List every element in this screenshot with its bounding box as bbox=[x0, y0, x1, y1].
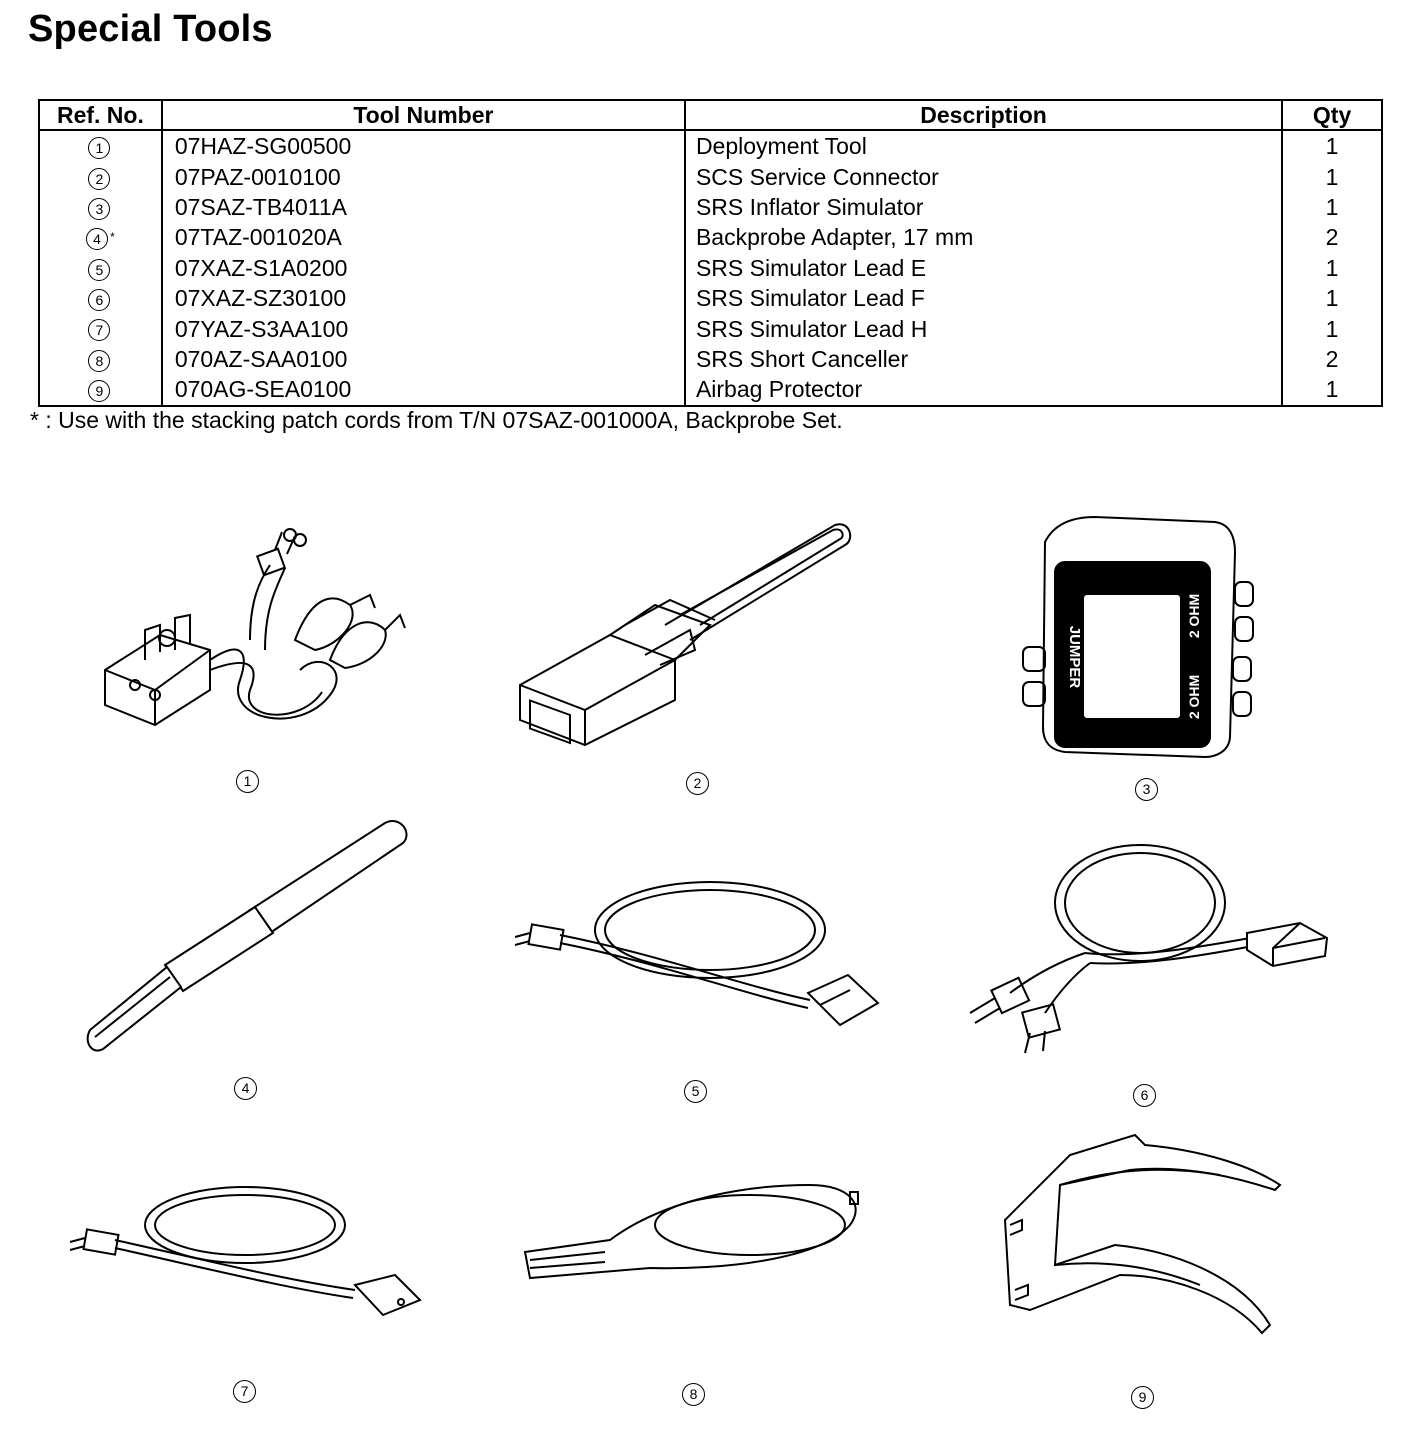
description-cell: SCS Service Connector bbox=[683, 161, 1284, 192]
ref-cell: 4* bbox=[38, 222, 163, 253]
ref-cell: 6 bbox=[38, 282, 163, 314]
ref-number: 5 bbox=[88, 258, 111, 281]
deployment-tool-illustration bbox=[100, 520, 430, 740]
ref-cell: 1 bbox=[38, 130, 163, 162]
figure-label: 6 bbox=[1133, 1084, 1156, 1107]
ref-number: 3 bbox=[88, 197, 111, 220]
qty-cell: 1 bbox=[1281, 374, 1383, 406]
figure-label: 1 bbox=[236, 770, 259, 793]
tool-number-cell: 07XAZ-SZ30100 bbox=[160, 282, 686, 314]
qty-cell: 2 bbox=[1281, 343, 1383, 375]
ref-number: 1 bbox=[88, 137, 111, 160]
figure-number: 5 bbox=[684, 1080, 707, 1103]
table-row: 2 07PAZ-0010100 SCS Service Connector 1 bbox=[38, 161, 1383, 192]
description-cell: SRS Simulator Lead H bbox=[683, 313, 1284, 344]
ref-number: 6 bbox=[88, 289, 111, 312]
description-cell: Airbag Protector bbox=[683, 374, 1284, 406]
table-row: 1 07HAZ-SG00500 Deployment Tool 1 bbox=[38, 130, 1383, 162]
simulator-lead-f-illustration bbox=[955, 838, 1335, 1063]
qty-cell: 1 bbox=[1281, 252, 1383, 283]
figure-label: 8 bbox=[682, 1383, 705, 1406]
qty-cell: 1 bbox=[1281, 313, 1383, 344]
figure-number: 3 bbox=[1135, 778, 1158, 801]
figure-number: 4 bbox=[234, 1077, 257, 1100]
ref-number: 2 bbox=[88, 167, 111, 190]
simulator-right-bottom-label: 2 OHM bbox=[1186, 675, 1202, 719]
tool-number-cell: 07PAZ-0010100 bbox=[160, 161, 686, 192]
tool-number-cell: 070AZ-SAA0100 bbox=[160, 343, 686, 375]
table-row: 8 070AZ-SAA0100 SRS Short Canceller 2 bbox=[38, 343, 1383, 375]
figure-number: 2 bbox=[686, 772, 709, 795]
scs-service-connector-illustration bbox=[515, 515, 855, 747]
tool-number-cell: 07HAZ-SG00500 bbox=[160, 130, 686, 162]
airbag-protector-illustration bbox=[1000, 1125, 1285, 1340]
simulator-lead-e-illustration bbox=[510, 875, 890, 1045]
figure-label: 5 bbox=[684, 1080, 707, 1103]
ref-number: 4 bbox=[86, 228, 109, 251]
simulator-lead-h-illustration bbox=[65, 1180, 430, 1330]
qty-cell: 1 bbox=[1281, 191, 1383, 223]
description-cell: Deployment Tool bbox=[683, 130, 1284, 162]
tool-number-cell: 07TAZ-001020A bbox=[160, 222, 686, 253]
backprobe-adapter-illustration bbox=[75, 815, 415, 1055]
table-row: 6 07XAZ-SZ30100 SRS Simulator Lead F 1 bbox=[38, 282, 1383, 314]
header-qty: Qty bbox=[1281, 99, 1383, 131]
ref-mark: * bbox=[110, 230, 115, 245]
ref-cell: 7 bbox=[38, 313, 163, 344]
simulator-right-top-label: 2 OHM bbox=[1186, 594, 1202, 638]
srs-inflator-simulator-illustration: JUMPER 2 OHM 2 OHM bbox=[1015, 512, 1260, 762]
short-canceller-illustration bbox=[520, 1180, 870, 1285]
footnote: * : Use with the stacking patch cords fr… bbox=[30, 407, 843, 433]
figure-number: 8 bbox=[682, 1383, 705, 1406]
figure-label: 3 bbox=[1135, 778, 1158, 801]
header-tool-number: Tool Number bbox=[160, 99, 686, 131]
ref-cell: 8 bbox=[38, 343, 163, 375]
figure-label: 7 bbox=[233, 1380, 256, 1403]
special-tools-table: Ref. No. Tool Number Description Qty 1 0… bbox=[38, 99, 1383, 407]
ref-cell: 5 bbox=[38, 252, 163, 283]
table-row: 4* 07TAZ-001020A Backprobe Adapter, 17 m… bbox=[38, 222, 1383, 253]
ref-number: 7 bbox=[88, 319, 111, 342]
tool-number-cell: 07SAZ-TB4011A bbox=[160, 191, 686, 223]
qty-cell: 2 bbox=[1281, 222, 1383, 253]
tool-number-cell: 07YAZ-S3AA100 bbox=[160, 313, 686, 344]
table-row: 5 07XAZ-S1A0200 SRS Simulator Lead E 1 bbox=[38, 252, 1383, 283]
table-row: 9 070AG-SEA0100 Airbag Protector 1 bbox=[38, 374, 1383, 406]
description-cell: Backprobe Adapter, 17 mm bbox=[683, 222, 1284, 253]
figure-label: 4 bbox=[234, 1077, 257, 1100]
figure-number: 1 bbox=[236, 770, 259, 793]
figure-label: 2 bbox=[686, 772, 709, 795]
ref-cell: 9 bbox=[38, 374, 163, 406]
table-row: 3 07SAZ-TB4011A SRS Inflator Simulator 1 bbox=[38, 191, 1383, 223]
description-cell: SRS Simulator Lead F bbox=[683, 282, 1284, 314]
description-cell: SRS Short Canceller bbox=[683, 343, 1284, 375]
tool-number-cell: 07XAZ-S1A0200 bbox=[160, 252, 686, 283]
figure-number: 6 bbox=[1133, 1084, 1156, 1107]
qty-cell: 1 bbox=[1281, 282, 1383, 314]
description-cell: SRS Inflator Simulator bbox=[683, 191, 1284, 223]
ref-number: 9 bbox=[88, 380, 111, 403]
figure-label: 9 bbox=[1131, 1386, 1154, 1409]
table-header-row: Ref. No. Tool Number Description Qty bbox=[38, 99, 1383, 131]
ref-number: 8 bbox=[88, 349, 111, 372]
figure-number: 7 bbox=[233, 1380, 256, 1403]
header-description: Description bbox=[683, 99, 1284, 131]
ref-cell: 3 bbox=[38, 191, 163, 223]
ref-cell: 2 bbox=[38, 161, 163, 192]
header-ref-no: Ref. No. bbox=[38, 99, 163, 131]
table-row: 7 07YAZ-S3AA100 SRS Simulator Lead H 1 bbox=[38, 313, 1383, 344]
simulator-left-label: JUMPER bbox=[1066, 626, 1083, 689]
figure-number: 9 bbox=[1131, 1386, 1154, 1409]
description-cell: SRS Simulator Lead E bbox=[683, 252, 1284, 283]
page-title: Special Tools bbox=[28, 8, 273, 50]
qty-cell: 1 bbox=[1281, 130, 1383, 162]
tool-number-cell: 070AG-SEA0100 bbox=[160, 374, 686, 406]
qty-cell: 1 bbox=[1281, 161, 1383, 192]
